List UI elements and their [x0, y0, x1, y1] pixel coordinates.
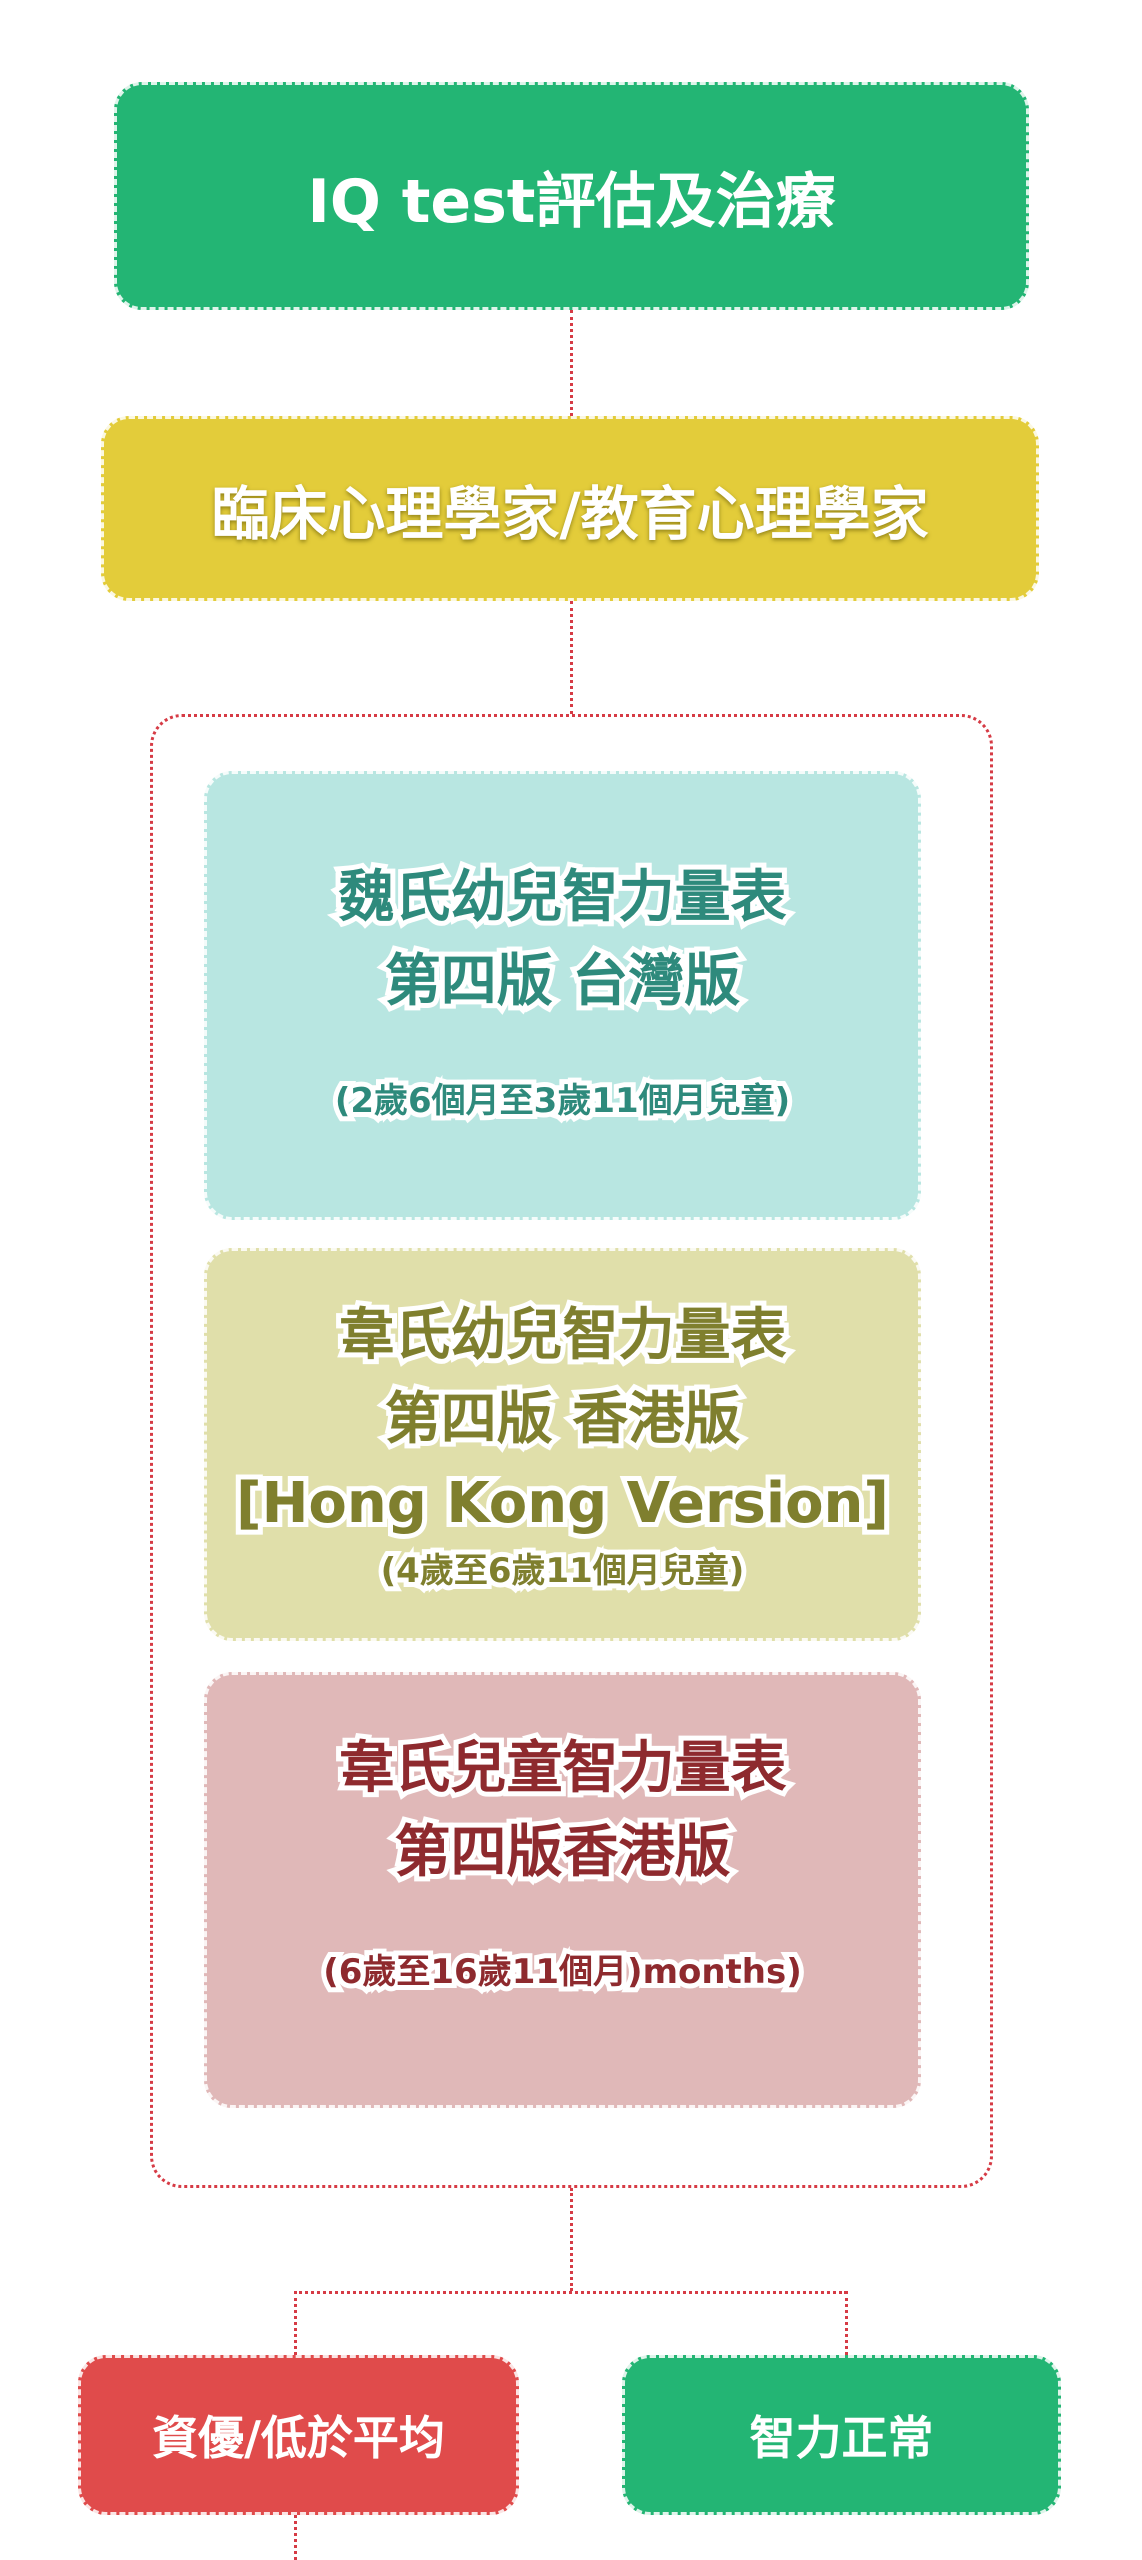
- connector-right: [845, 2291, 848, 2355]
- connector-top: [570, 310, 573, 416]
- test-age-range: (2歲6個月至3歲11個月兒童): [330, 1076, 795, 1126]
- test-title-line: 魏氏幼兒智力量表: [334, 860, 792, 935]
- outcome-label: 資優/低於平均: [152, 2411, 445, 2465]
- test-box-wppsi-hk: 韋氏幼兒智力量表 第四版 香港版 [Hong Kong Version] (4歲…: [204, 1248, 921, 1641]
- connector-bottom: [294, 2515, 297, 2560]
- outcome-normal-intelligence: 智力正常: [622, 2355, 1061, 2515]
- specialist-label: 臨床心理學家/教育心理學家: [211, 479, 929, 548]
- test-box-wisc-hk: 韋氏兒童智力量表 第四版香港版 (6歲至16歲11個月)months): [204, 1672, 921, 2108]
- outcome-gifted-below-average: 資優/低於平均: [78, 2355, 519, 2515]
- outcome-label: 智力正常: [749, 2411, 934, 2465]
- test-title-line: [Hong Kong Version]: [231, 1466, 894, 1541]
- test-box-wppsi-tw: 魏氏幼兒智力量表 第四版 台灣版 (2歲6個月至3歲11個月兒童): [204, 771, 921, 1220]
- test-title-line: 韋氏幼兒智力量表: [334, 1298, 792, 1373]
- iq-test-label: IQ test評估及治療: [307, 166, 836, 237]
- test-title-line: 第四版 台灣版: [380, 944, 745, 1019]
- connector-tests: [570, 2188, 573, 2291]
- test-age-range: (6歲至16歲11個月)months): [318, 1947, 807, 1997]
- tests-group-container: [150, 714, 993, 2188]
- test-age-range: (4歲至6歲11個月兒童): [376, 1546, 750, 1596]
- connector-specialist: [570, 601, 573, 714]
- test-title-line: 韋氏兒童智力量表: [334, 1731, 792, 1806]
- specialist-box: 臨床心理學家/教育心理學家: [101, 416, 1039, 601]
- test-title-line: 第四版 香港版: [380, 1382, 745, 1457]
- iq-test-box: IQ test評估及治療: [114, 82, 1029, 310]
- connector-left: [294, 2291, 297, 2355]
- test-title-line: 第四版香港版: [390, 1815, 736, 1890]
- connector-branch: [294, 2291, 847, 2294]
